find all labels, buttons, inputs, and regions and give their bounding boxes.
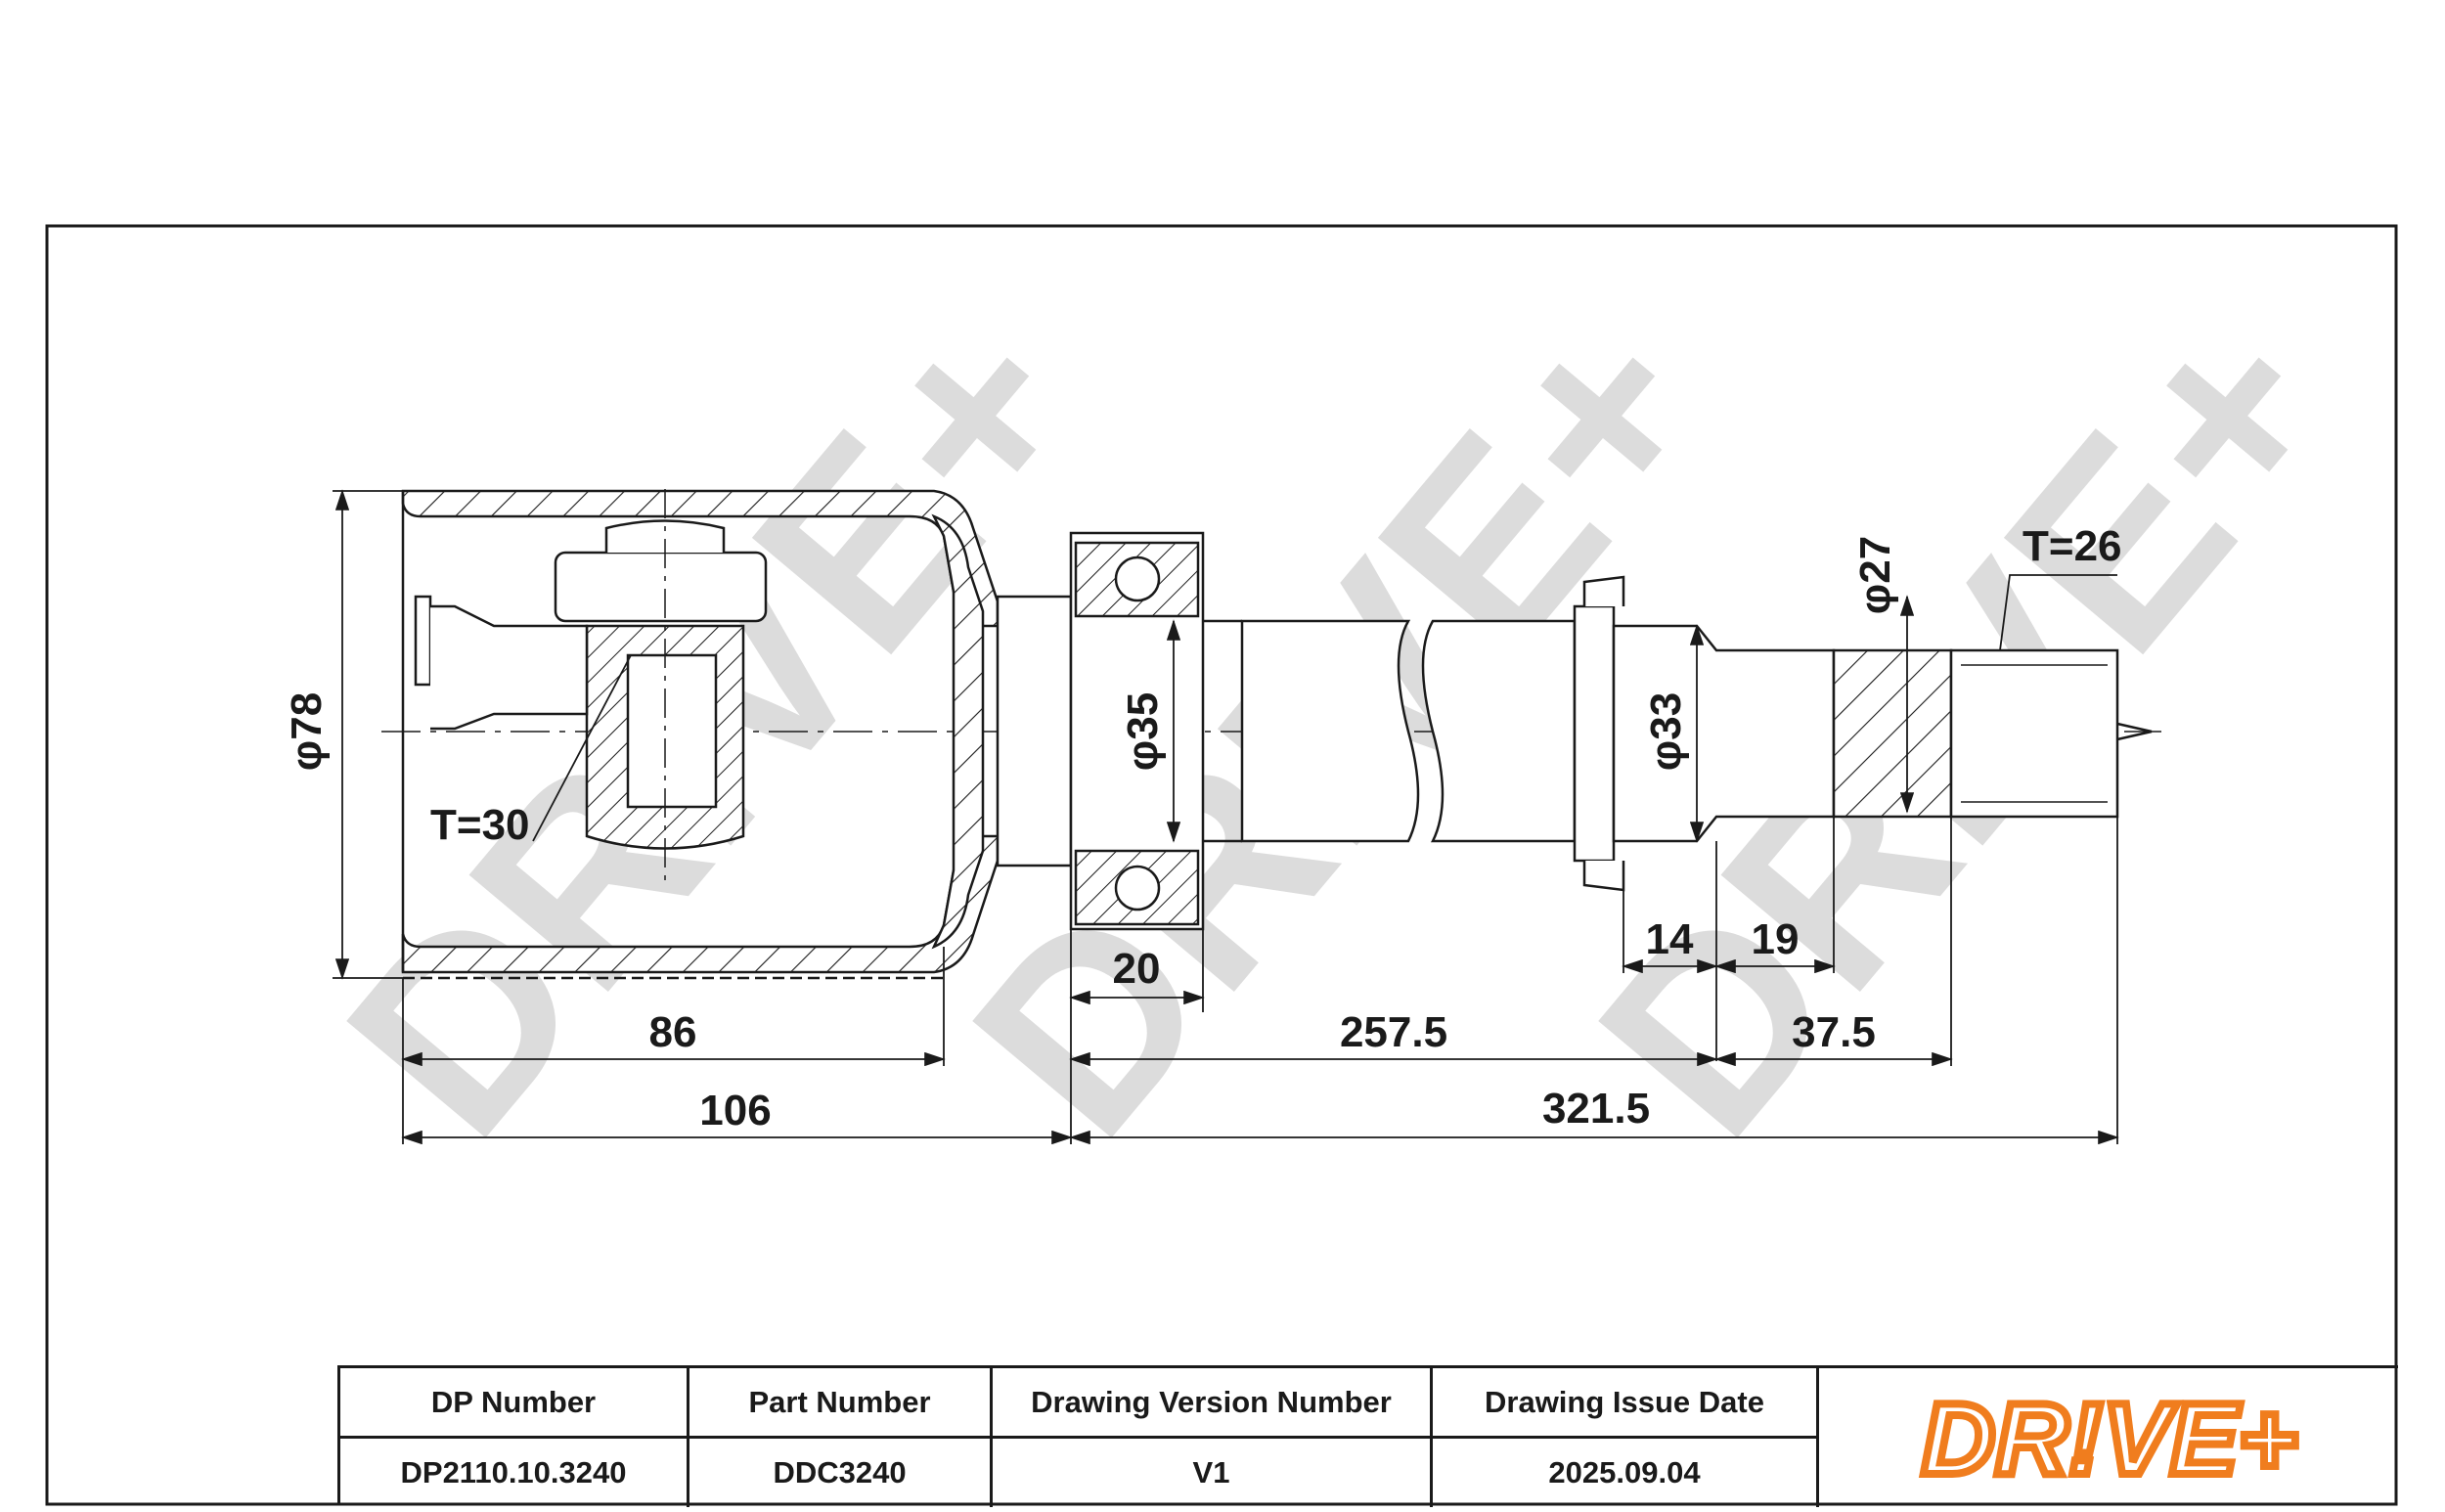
header-dp-number: DP Number bbox=[340, 1368, 689, 1439]
header-drawing-version: Drawing Version Number bbox=[993, 1368, 1433, 1439]
value-dp-number: DP2110.10.3240 bbox=[340, 1439, 689, 1507]
drawing-frame bbox=[45, 224, 2398, 1506]
spline-section bbox=[1832, 648, 1953, 819]
tripod-cap bbox=[554, 551, 768, 623]
value-part-number: DDC3240 bbox=[689, 1439, 993, 1507]
logo-cell: DR!VE+ bbox=[1819, 1368, 2401, 1507]
dim-length-257-5: 257.5 bbox=[1340, 1008, 1447, 1056]
value-drawing-version: V1 bbox=[993, 1439, 1433, 1507]
housing-wall-section bbox=[931, 513, 985, 950]
threaded-end bbox=[1949, 648, 2119, 819]
dim-spline-diameter: φ27 bbox=[1851, 536, 1899, 614]
dim-length-14: 14 bbox=[1646, 915, 1694, 963]
header-issue-date: Drawing Issue Date bbox=[1433, 1368, 1819, 1439]
dim-length-86: 86 bbox=[649, 1008, 697, 1056]
dim-bearing-diameter: φ35 bbox=[1119, 692, 1167, 771]
dim-bearing-length: 20 bbox=[1113, 945, 1161, 993]
dim-nut-torque: T=26 bbox=[2023, 522, 2122, 570]
header-part-number: Part Number bbox=[689, 1368, 993, 1439]
dim-shaft-diameter: φ33 bbox=[1642, 692, 1690, 771]
driveshaft-part bbox=[401, 489, 2153, 980]
dim-tripod-torque: T=30 bbox=[430, 801, 530, 849]
dimension-lines bbox=[333, 489, 2119, 1145]
dim-length-321-5: 321.5 bbox=[1542, 1085, 1650, 1133]
dim-length-37-5: 37.5 bbox=[1792, 1008, 1876, 1056]
dim-length-19: 19 bbox=[1752, 915, 1800, 963]
dim-length-106: 106 bbox=[699, 1087, 771, 1134]
drive-logo: DR!VE+ bbox=[1918, 1379, 2301, 1500]
title-block: DP Number Part Number Drawing Version Nu… bbox=[337, 1365, 2401, 1507]
logo-text: DR!VE+ bbox=[1922, 1383, 2297, 1496]
value-issue-date: 2025.09.04 bbox=[1433, 1439, 1819, 1507]
dim-outer-diameter: φ78 bbox=[283, 692, 331, 771]
